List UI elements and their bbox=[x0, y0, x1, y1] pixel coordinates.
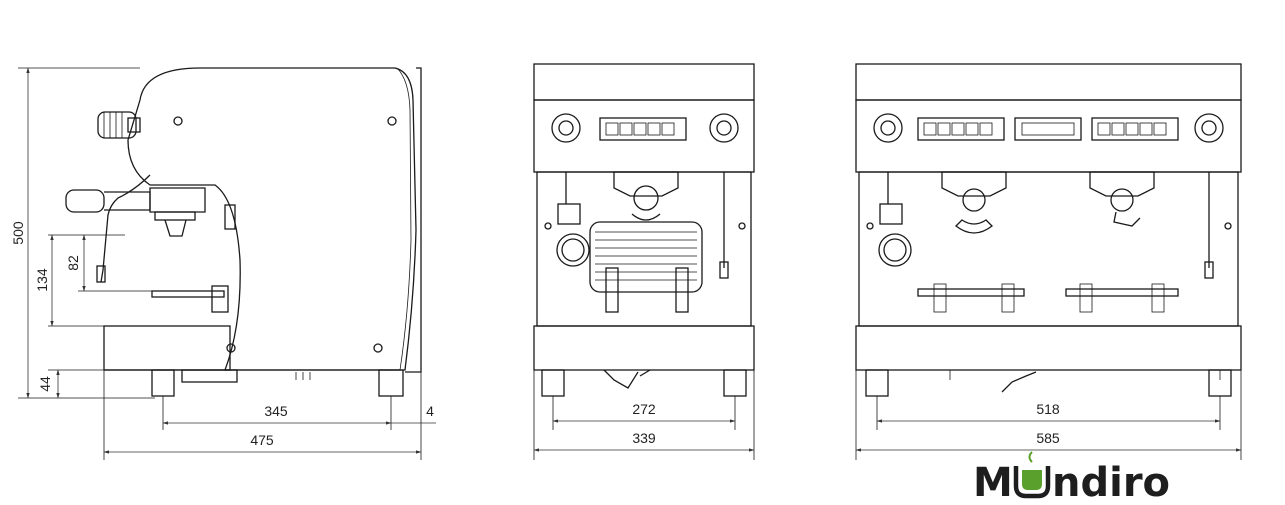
cup-icon bbox=[1013, 451, 1051, 499]
dim-width-4: 4 bbox=[426, 403, 434, 419]
dim-height-500: 500 bbox=[10, 221, 26, 245]
brand-logo: M ndiro bbox=[973, 451, 1170, 505]
front-view-two-group: 518 585 bbox=[855, 63, 1242, 460]
dim-height-44: 44 bbox=[37, 376, 53, 392]
dim-width-272: 272 bbox=[632, 401, 656, 417]
dim-width-585: 585 bbox=[1036, 430, 1060, 446]
dim-height-134: 134 bbox=[34, 268, 50, 292]
dim-width-518: 518 bbox=[1036, 401, 1060, 417]
logo-text-prefix: M bbox=[973, 460, 1013, 505]
dim-width-345: 345 bbox=[264, 403, 288, 419]
dim-width-339: 339 bbox=[632, 430, 656, 446]
side-view: 500 134 82 44 345 475 4 bbox=[10, 67, 436, 460]
dim-width-475: 475 bbox=[250, 432, 274, 448]
steam-knob-icon bbox=[97, 111, 141, 139]
portafilter-icon bbox=[65, 187, 206, 237]
logo-text-suffix: ndiro bbox=[1052, 460, 1170, 505]
dim-height-82: 82 bbox=[65, 255, 81, 271]
front-view-one-group: 272 339 bbox=[533, 63, 755, 460]
